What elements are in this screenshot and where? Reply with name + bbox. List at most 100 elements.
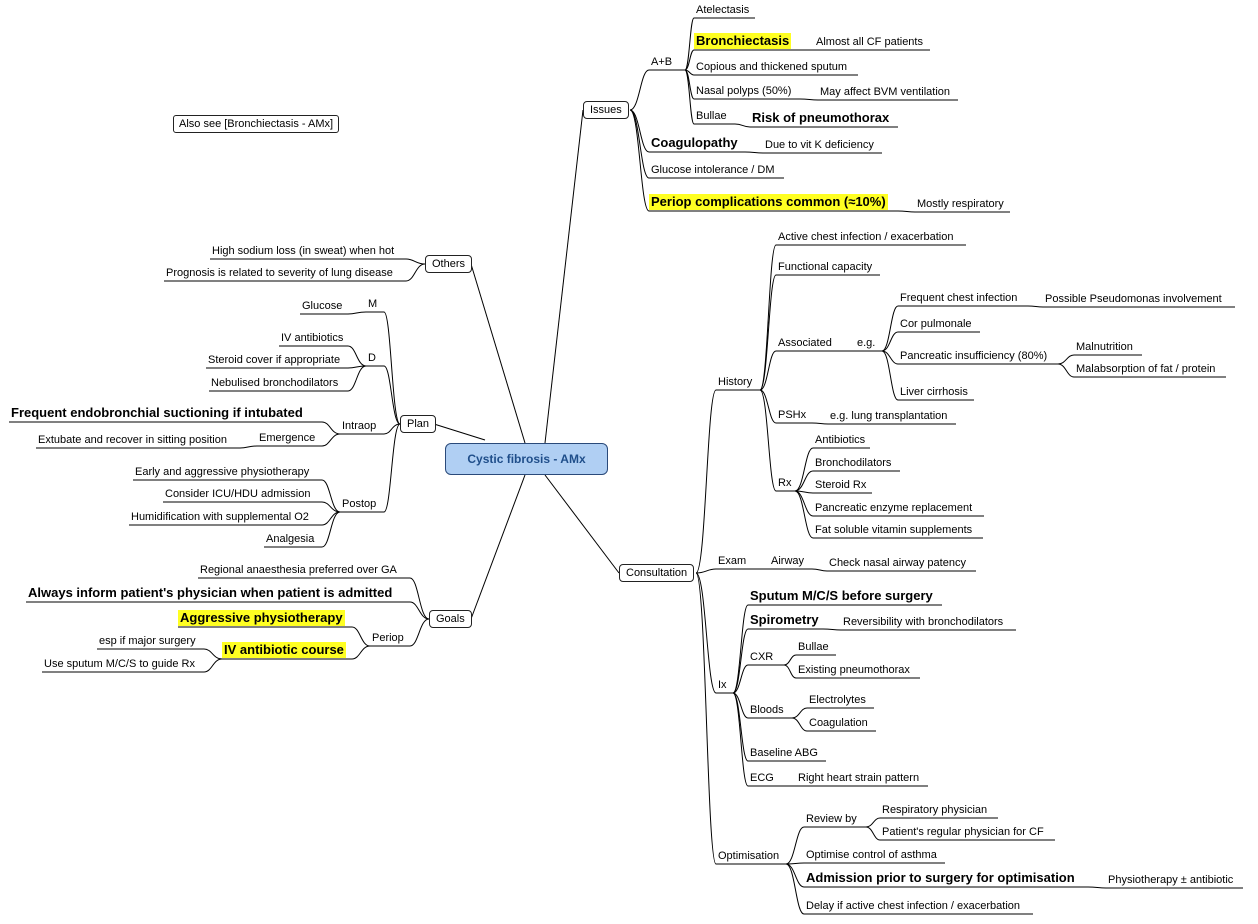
node-sodium[interactable]: High sodium loss (in sweat) when hot — [212, 245, 395, 257]
node-mostly-resp[interactable]: Mostly respiratory — [917, 198, 1004, 210]
node-delay[interactable]: Delay if active chest infection / exacer… — [806, 900, 1021, 912]
node-vitk[interactable]: Due to vit K deficiency — [765, 139, 874, 151]
node-nasal-patency[interactable]: Check nasal airway patency — [829, 557, 966, 569]
node-others[interactable]: Others — [425, 255, 473, 273]
node-nebulised[interactable]: Nebulised bronchodilators — [211, 377, 339, 389]
node-periop-comp[interactable]: Periop complications common (≈10%) — [649, 194, 888, 210]
node-coagulation[interactable]: Coagulation — [809, 717, 868, 729]
node-admission[interactable]: Admission prior to surgery for optimisat… — [806, 870, 1075, 885]
node-polyps[interactable]: Nasal polyps (50%) — [696, 85, 792, 97]
node-functional[interactable]: Functional capacity — [778, 261, 873, 273]
node-suctioning[interactable]: Frequent endobronchial suctioning if int… — [11, 405, 303, 420]
node-review-by[interactable]: Review by — [806, 813, 857, 825]
node-history[interactable]: History — [718, 376, 753, 388]
node-resp-phys[interactable]: Respiratory physician — [882, 804, 988, 816]
see-also-note[interactable]: Also see [Bronchiectasis - AMx] — [173, 115, 340, 133]
node-bvm[interactable]: May affect BVM ventilation — [820, 86, 951, 98]
node-coagulopathy[interactable]: Coagulopathy — [651, 135, 738, 150]
node-glucose-int[interactable]: Glucose intolerance / DM — [651, 164, 775, 176]
node-use-sputum[interactable]: Use sputum M/C/S to guide Rx — [44, 658, 196, 670]
node-atelectasis[interactable]: Atelectasis — [696, 4, 750, 16]
node-airway[interactable]: Airway — [771, 555, 805, 567]
node-optimisation[interactable]: Optimisation — [718, 850, 780, 862]
central-topic[interactable]: Cystic fibrosis - AMx — [445, 443, 608, 475]
node-malabsorption[interactable]: Malabsorption of fat / protein — [1076, 363, 1216, 375]
link-freq-infection-pseudomonas — [1027, 305, 1044, 308]
link-plan-intraop — [383, 423, 401, 435]
node-ecg[interactable]: ECG — [750, 772, 774, 784]
node-goals[interactable]: Goals — [429, 610, 472, 628]
node-steroid-rx[interactable]: Steroid Rx — [815, 479, 867, 491]
node-rh-strain[interactable]: Right heart strain pattern — [798, 772, 920, 784]
node-analgesia[interactable]: Analgesia — [266, 533, 315, 545]
node-asthma[interactable]: Optimise control of asthma — [806, 849, 937, 861]
node-associated[interactable]: Associated — [778, 337, 832, 349]
node-sputum-mcs[interactable]: Sputum M/C/S before surgery — [750, 588, 933, 603]
node-major-surgery[interactable]: esp if major surgery — [99, 635, 196, 647]
node-ab[interactable]: A+B — [651, 56, 673, 68]
link-bloods-coagulation — [791, 717, 808, 732]
link-optimisation-review-by — [785, 826, 805, 865]
node-intraop[interactable]: Intraop — [342, 420, 377, 432]
node-malnutrition[interactable]: Malnutrition — [1076, 341, 1133, 353]
node-spirometry[interactable]: Spirometry — [750, 612, 819, 627]
node-almost-all[interactable]: Almost all CF patients — [816, 36, 923, 48]
node-cxr-bullae[interactable]: Bullae — [798, 641, 829, 653]
node-pneumo-risk[interactable]: Risk of pneumothorax — [752, 110, 890, 125]
node-extubate[interactable]: Extubate and recover in sitting position — [38, 434, 227, 446]
node-regional[interactable]: Regional anaesthesia preferred over GA — [200, 564, 397, 576]
node-emergence[interactable]: Emergence — [259, 432, 316, 444]
node-physio-abx[interactable]: Physiotherapy ± antibiotic — [1108, 874, 1234, 886]
link-center-others — [470, 263, 526, 444]
node-d[interactable]: D — [368, 352, 376, 364]
node-vitamins[interactable]: Fat soluble vitamin supplements — [815, 524, 973, 536]
node-issues[interactable]: Issues — [583, 101, 629, 119]
node-aggr-physio[interactable]: Aggressive physiotherapy — [178, 610, 345, 626]
node-pancreatic[interactable]: Pancreatic insufficiency (80%) — [900, 350, 1048, 362]
node-bronchodilators[interactable]: Bronchodilators — [815, 457, 892, 469]
node-steroid-cover[interactable]: Steroid cover if appropriate — [208, 354, 341, 366]
node-reversibility[interactable]: Reversibility with bronchodilators — [843, 616, 1004, 628]
node-cirrhosis[interactable]: Liver cirrhosis — [900, 386, 968, 398]
node-pseudomonas[interactable]: Possible Pseudomonas involvement — [1045, 293, 1222, 305]
node-iv-abx[interactable]: IV antibiotics — [281, 332, 344, 344]
link-emergence-extubate — [239, 445, 258, 449]
node-electrolytes[interactable]: Electrolytes — [809, 694, 866, 706]
node-regular-phys[interactable]: Patient's regular physician for CF — [882, 826, 1044, 838]
node-humid[interactable]: Humidification with supplemental O2 — [131, 511, 309, 523]
node-enzyme[interactable]: Pancreatic enzyme replacement — [815, 502, 973, 514]
node-exam[interactable]: Exam — [718, 555, 747, 567]
node-cor-pulm[interactable]: Cor pulmonale — [900, 318, 972, 330]
node-iv-course[interactable]: IV antibiotic course — [222, 642, 346, 658]
node-pshx[interactable]: PSHx — [778, 409, 807, 421]
node-cxr[interactable]: CXR — [750, 651, 774, 663]
node-periop[interactable]: Periop — [372, 632, 404, 644]
node-antibiotics[interactable]: Antibiotics — [815, 434, 866, 446]
node-lung-tx[interactable]: e.g. lung transplantation — [830, 410, 948, 422]
node-active-infection[interactable]: Active chest infection / exacerbation — [778, 231, 954, 243]
node-inform[interactable]: Always inform patient's physician when p… — [28, 585, 393, 600]
node-bloods[interactable]: Bloods — [750, 704, 784, 716]
node-freq-infection[interactable]: Frequent chest infection — [900, 292, 1018, 304]
node-early-physio[interactable]: Early and aggressive physiotherapy — [135, 466, 310, 478]
node-postop[interactable]: Postop — [342, 498, 377, 510]
link-d-iv-abx — [347, 345, 367, 367]
link-goals-periop — [409, 618, 430, 647]
node-rx[interactable]: Rx — [778, 477, 792, 489]
node-plan[interactable]: Plan — [400, 415, 437, 433]
node-sputum[interactable]: Copious and thickened sputum — [696, 61, 848, 73]
node-plan-glucose[interactable]: Glucose — [302, 300, 343, 312]
link-eg-freq-infection — [881, 305, 899, 352]
node-bullae[interactable]: Bullae — [696, 110, 727, 122]
node-bronchiectasis[interactable]: Bronchiectasis — [694, 33, 792, 49]
node-abg[interactable]: Baseline ABG — [750, 747, 818, 759]
node-icu[interactable]: Consider ICU/HDU admission — [165, 488, 311, 500]
link-eg-cor-pulm — [881, 331, 899, 352]
node-existing-pneumo[interactable]: Existing pneumothorax — [798, 664, 910, 676]
link-issues-ab — [629, 69, 650, 111]
node-m[interactable]: M — [368, 298, 378, 310]
node-consultation[interactable]: Consultation — [619, 564, 695, 582]
node-prognosis[interactable]: Prognosis is related to severity of lung… — [166, 267, 393, 279]
node-eg[interactable]: e.g. — [857, 337, 876, 349]
node-ix[interactable]: Ix — [718, 679, 727, 691]
